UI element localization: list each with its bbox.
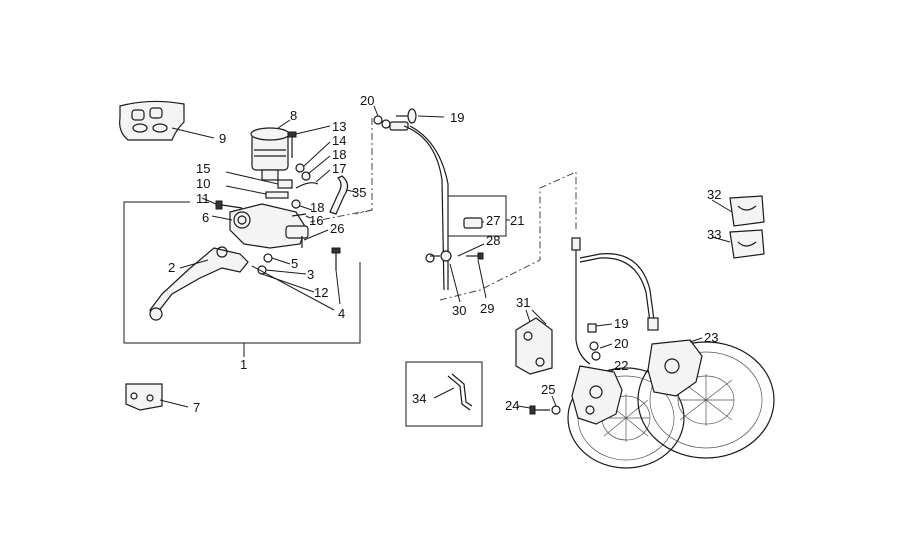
- part-34-inset-box: [405, 361, 483, 427]
- parts-15-10-11: [201, 171, 293, 210]
- part-33-pads: [711, 229, 765, 259]
- callout-6: 6: [202, 210, 209, 225]
- callout-21: 21: [510, 213, 524, 228]
- master-cylinder-body: [211, 203, 309, 249]
- part-20-washers-top: [373, 105, 391, 129]
- callout-26: 26: [330, 221, 344, 236]
- parts-19-20-lower: [587, 323, 613, 361]
- callout-30: 30: [452, 303, 466, 318]
- part-23-caliper: [647, 337, 703, 397]
- part-13-screw: [287, 125, 331, 158]
- callout-19b: 19: [614, 316, 628, 331]
- callout-2: 2: [168, 260, 175, 275]
- part-21-brake-hose: [389, 121, 510, 291]
- brake-disc-right: [637, 341, 775, 459]
- brake-disc-left: [567, 367, 685, 469]
- callout-29: 29: [480, 301, 494, 316]
- callout-labels: 1 2 3 4 5 6 7 8 9 10 11 12 13 14 15 16 1…: [168, 93, 721, 415]
- part-26-pin: [301, 229, 329, 248]
- callout-28: 28: [486, 233, 500, 248]
- callout-17: 17: [332, 161, 346, 176]
- callout-7: 7: [193, 400, 200, 415]
- caliper-brake-hose: [571, 237, 659, 365]
- part-2-lever: [149, 246, 249, 321]
- part-32-pads: [711, 195, 765, 227]
- callout-20b: 20: [614, 336, 628, 351]
- callout-27: 27: [486, 213, 500, 228]
- callout-1: 1: [240, 357, 247, 372]
- part-31-bracket: [515, 309, 553, 375]
- parts-5-3-12-4: [251, 247, 341, 311]
- part-9-cover-plate: [119, 100, 215, 141]
- callout-22: 22: [614, 358, 628, 373]
- callout-4: 4: [338, 306, 345, 321]
- dash-dot-connectors: [309, 118, 577, 301]
- callout-31: 31: [516, 295, 530, 310]
- callout-12: 12: [314, 285, 328, 300]
- callout-5: 5: [291, 256, 298, 271]
- callout-15: 15: [196, 161, 210, 176]
- callout-11: 11: [196, 191, 210, 206]
- callout-24: 24: [505, 398, 519, 413]
- part-8-reservoir: [250, 119, 291, 181]
- callout-19a: 19: [450, 110, 464, 125]
- callout-32: 32: [707, 187, 721, 202]
- callout-16: 16: [309, 213, 323, 228]
- callout-20a: 20: [360, 93, 374, 108]
- callout-18a: 18: [332, 147, 346, 162]
- callout-3: 3: [307, 267, 314, 282]
- parts-16-18: [291, 199, 313, 219]
- part-7-clamp: [125, 383, 189, 411]
- callout-10: 10: [196, 176, 210, 191]
- part-19-bolt-top: [396, 108, 445, 124]
- callout-34: 34: [412, 391, 426, 406]
- callout-8: 8: [290, 108, 297, 123]
- callout-14: 14: [332, 133, 346, 148]
- callout-25: 25: [541, 382, 555, 397]
- parts-27-28-29-30: [449, 217, 487, 303]
- parts-14-18-17-fittings: [295, 141, 331, 189]
- callout-9: 9: [219, 131, 226, 146]
- callout-13: 13: [332, 119, 346, 134]
- callout-18b: 18: [310, 200, 324, 215]
- parts-24-25: [517, 395, 561, 415]
- assembly-bracket-1: [123, 201, 361, 357]
- callout-33: 33: [707, 227, 721, 242]
- callout-23: 23: [704, 330, 718, 345]
- callout-35: 35: [352, 185, 366, 200]
- part-22-caliper: [571, 365, 623, 425]
- part-35-hose: [329, 175, 357, 215]
